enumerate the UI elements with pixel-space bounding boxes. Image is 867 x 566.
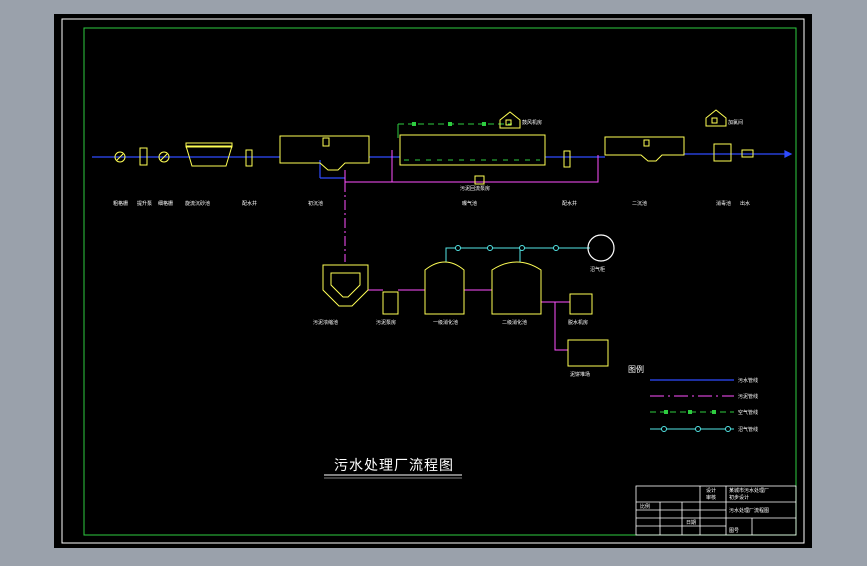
label-digester-1: 一级消化池 xyxy=(433,319,458,326)
disinfection-shape xyxy=(713,143,732,162)
coarse-screen-shape xyxy=(114,151,126,163)
tb-drawing-name: 污水处理厂流程图 xyxy=(729,507,769,514)
legend-air-label: 空气管线 xyxy=(738,409,758,416)
label-fine-screen: 细格栅 xyxy=(158,200,173,207)
label-thickener: 污泥浓缩池 xyxy=(313,319,338,326)
legend-sewage-label: 污水管线 xyxy=(738,377,758,384)
tb-scale: 比例 xyxy=(640,503,650,510)
label-outfall: 出水 xyxy=(740,200,750,207)
label-dewatering: 脱水机房 xyxy=(568,319,588,326)
thickener-shape xyxy=(322,264,369,307)
label-aeration-tank: 曝气池 xyxy=(462,200,477,207)
label-gas-holder: 沼气柜 xyxy=(590,266,605,273)
label-secondary-clarifier: 二沉池 xyxy=(632,200,647,207)
outer-frame xyxy=(61,18,805,544)
label-blower-room: 鼓风机房 xyxy=(522,119,542,126)
dewatering-shape xyxy=(569,293,593,315)
primary-clarifier-shape xyxy=(279,135,370,171)
label-sludge-shed: 泥饼堆场 xyxy=(570,371,590,378)
label-sludge-pump: 污泥泵房 xyxy=(376,319,396,326)
legend: 图例 污水管线 污泥管线 空气管线 沼气管线 xyxy=(628,364,758,433)
label-digester-2: 二级消化池 xyxy=(502,319,527,326)
tb-date: 日期 xyxy=(686,520,696,526)
label-chlorination-room: 加氯间 xyxy=(728,119,743,126)
tb-stage: 初步设计 xyxy=(729,494,749,501)
chlorination-room-shape xyxy=(705,109,727,127)
drawing-title: 污水处理厂流程图 xyxy=(334,458,454,474)
tb-review: 审核 xyxy=(706,494,716,501)
blower-room-shape xyxy=(499,111,521,129)
label-primary-clarifier: 初沉池 xyxy=(308,200,323,207)
label-dist-well-1: 配水井 xyxy=(242,200,257,207)
process-labels: 粗格栅 提升泵 细格栅 旋流沉砂池 配水井 初沉池 污泥回流泵房 曝气池 鼓风机… xyxy=(113,119,750,378)
air-line xyxy=(397,122,512,138)
sewage-main-line xyxy=(92,150,793,179)
aeration-tank-shape xyxy=(399,134,546,166)
lift-pump-shape xyxy=(139,147,148,166)
label-sludge-return: 污泥回流泵房 xyxy=(460,185,490,192)
dist-well-2-shape xyxy=(563,150,571,168)
secondary-clarifier-shape xyxy=(604,136,685,162)
fine-screen-shape xyxy=(158,151,170,163)
label-lift-pump: 提升泵 xyxy=(137,200,152,207)
tb-design: 设计 xyxy=(706,487,716,494)
label-dist-well-2: 配水井 xyxy=(562,200,577,207)
legend-sludge-label: 污泥管线 xyxy=(738,393,758,400)
structures xyxy=(114,109,754,367)
digester-1-shape xyxy=(424,261,465,315)
legend-sewage: 污水管线 xyxy=(650,377,758,384)
legend-sludge: 污泥管线 xyxy=(650,393,758,400)
label-coarse-screen: 粗格栅 xyxy=(113,200,128,207)
label-grit-chamber: 旋流沉砂池 xyxy=(185,200,210,207)
legend-air: 空气管线 xyxy=(650,409,758,416)
legend-biogas-label: 沼气管线 xyxy=(738,426,758,433)
sheet-background xyxy=(54,14,812,548)
sludge-shed-shape xyxy=(567,339,609,367)
sludge-lines xyxy=(344,150,599,351)
legend-heading: 图例 xyxy=(628,364,644,374)
biogas-line xyxy=(445,245,590,262)
tb-drawing-no: 图号 xyxy=(729,528,739,534)
dist-well-1-shape xyxy=(245,149,253,167)
grit-chamber-shape xyxy=(185,145,233,167)
title-block-text: 设计 某城市污水处理厂 初步设计 审核 污水处理厂流程图 比例 日期 图号 xyxy=(640,487,769,534)
legend-biogas: 沼气管线 xyxy=(650,426,758,433)
label-disinfection: 消毒池 xyxy=(716,200,731,207)
gas-holder-shape xyxy=(587,234,615,262)
inner-frame xyxy=(83,27,797,536)
title-block xyxy=(635,485,797,536)
tb-project: 某城市污水处理厂 xyxy=(729,487,769,494)
outfall-shape xyxy=(741,149,754,158)
sludge-return-shape xyxy=(474,175,485,185)
digester-2-shape xyxy=(491,261,542,315)
sludge-pump-shape xyxy=(382,291,399,315)
